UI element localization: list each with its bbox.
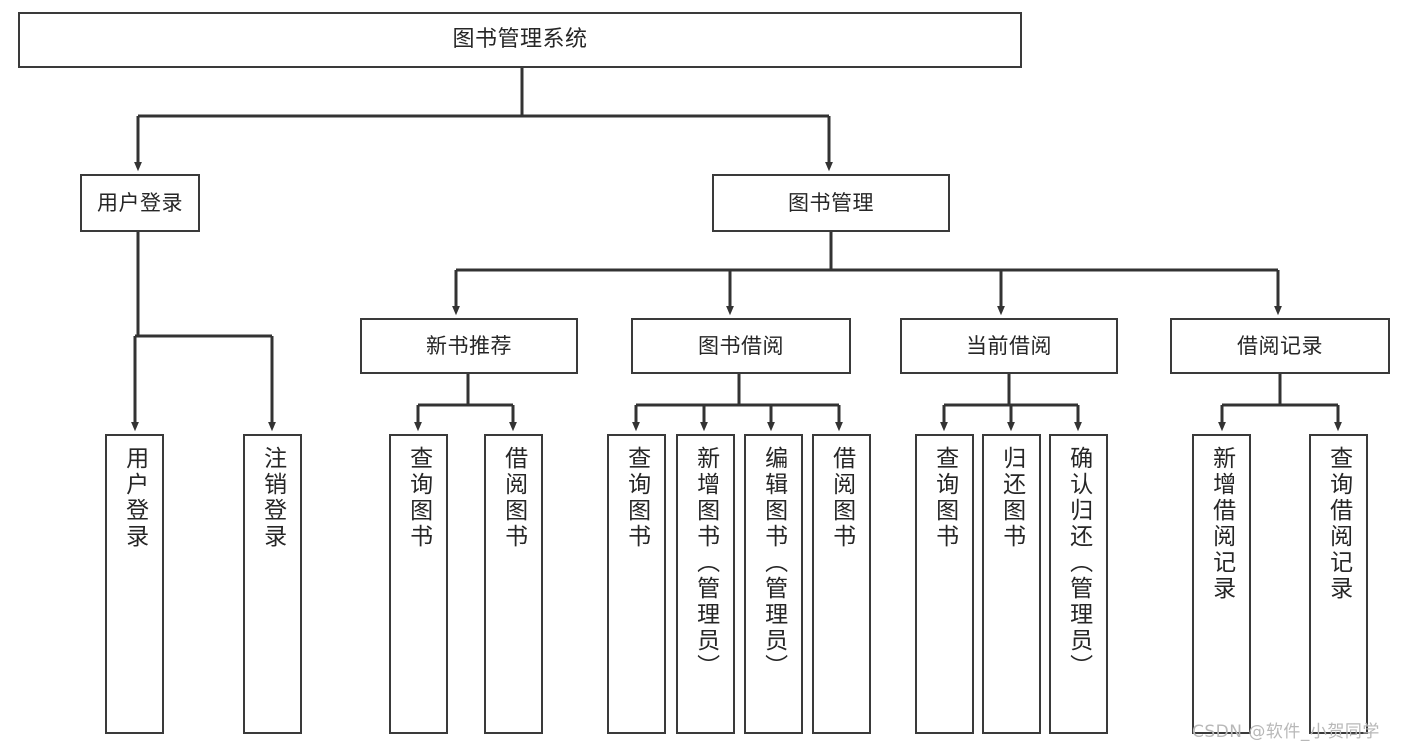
node-label: 用户登录 — [121, 446, 148, 550]
node-label: 新增借阅记录 — [1208, 446, 1235, 602]
node-current-borrow[interactable]: 当前借阅 — [900, 318, 1118, 374]
node-label: 归还图书 — [998, 446, 1025, 550]
node-leaf-borrow-book-2[interactable]: 借阅图书 — [812, 434, 871, 734]
node-label: 用户登录 — [97, 190, 183, 215]
node-leaf-query-book-3[interactable]: 查询图书 — [915, 434, 974, 734]
node-new-book-recommend[interactable]: 新书推荐 — [360, 318, 578, 374]
node-label: 确认归还（管理员） — [1065, 446, 1092, 680]
csdn-watermark: CSDN @软件_小贺同学 — [1192, 722, 1380, 742]
node-label: 借阅图书 — [828, 446, 855, 550]
node-book-manage[interactable]: 图书管理 — [712, 174, 950, 232]
node-user-login[interactable]: 用户登录 — [80, 174, 200, 232]
node-label: 图书管理 — [788, 190, 874, 215]
node-leaf-user-login[interactable]: 用户登录 — [105, 434, 164, 734]
node-label: 图书管理系统 — [452, 27, 588, 53]
node-book-borrow[interactable]: 图书借阅 — [631, 318, 851, 374]
node-label: 新书推荐 — [426, 333, 512, 358]
node-label: 查询图书 — [405, 446, 432, 550]
node-label: 借阅图书 — [500, 446, 527, 550]
node-label: 查询图书 — [931, 446, 958, 550]
node-label: 新增图书（管理员） — [692, 446, 719, 680]
node-label: 当前借阅 — [966, 333, 1052, 358]
node-leaf-edit-book-admin[interactable]: 编辑图书（管理员） — [744, 434, 803, 734]
node-leaf-query-book-2[interactable]: 查询图书 — [607, 434, 666, 734]
node-label: 查询图书 — [623, 446, 650, 550]
node-root[interactable]: 图书管理系统 — [18, 12, 1022, 68]
node-label: 图书借阅 — [698, 333, 784, 358]
node-leaf-return-book[interactable]: 归还图书 — [982, 434, 1041, 734]
node-borrow-record[interactable]: 借阅记录 — [1170, 318, 1390, 374]
node-leaf-query-book-1[interactable]: 查询图书 — [389, 434, 448, 734]
node-label: 注销登录 — [259, 446, 286, 550]
node-label: 借阅记录 — [1237, 333, 1323, 358]
node-leaf-confirm-return-admin[interactable]: 确认归还（管理员） — [1049, 434, 1108, 734]
node-leaf-add-borrow-record[interactable]: 新增借阅记录 — [1192, 434, 1251, 734]
node-label: 查询借阅记录 — [1325, 446, 1352, 602]
node-label: 编辑图书（管理员） — [760, 446, 787, 680]
node-leaf-logout[interactable]: 注销登录 — [243, 434, 302, 734]
node-leaf-borrow-book-1[interactable]: 借阅图书 — [484, 434, 543, 734]
node-leaf-add-book-admin[interactable]: 新增图书（管理员） — [676, 434, 735, 734]
node-leaf-query-borrow-record[interactable]: 查询借阅记录 — [1309, 434, 1368, 734]
